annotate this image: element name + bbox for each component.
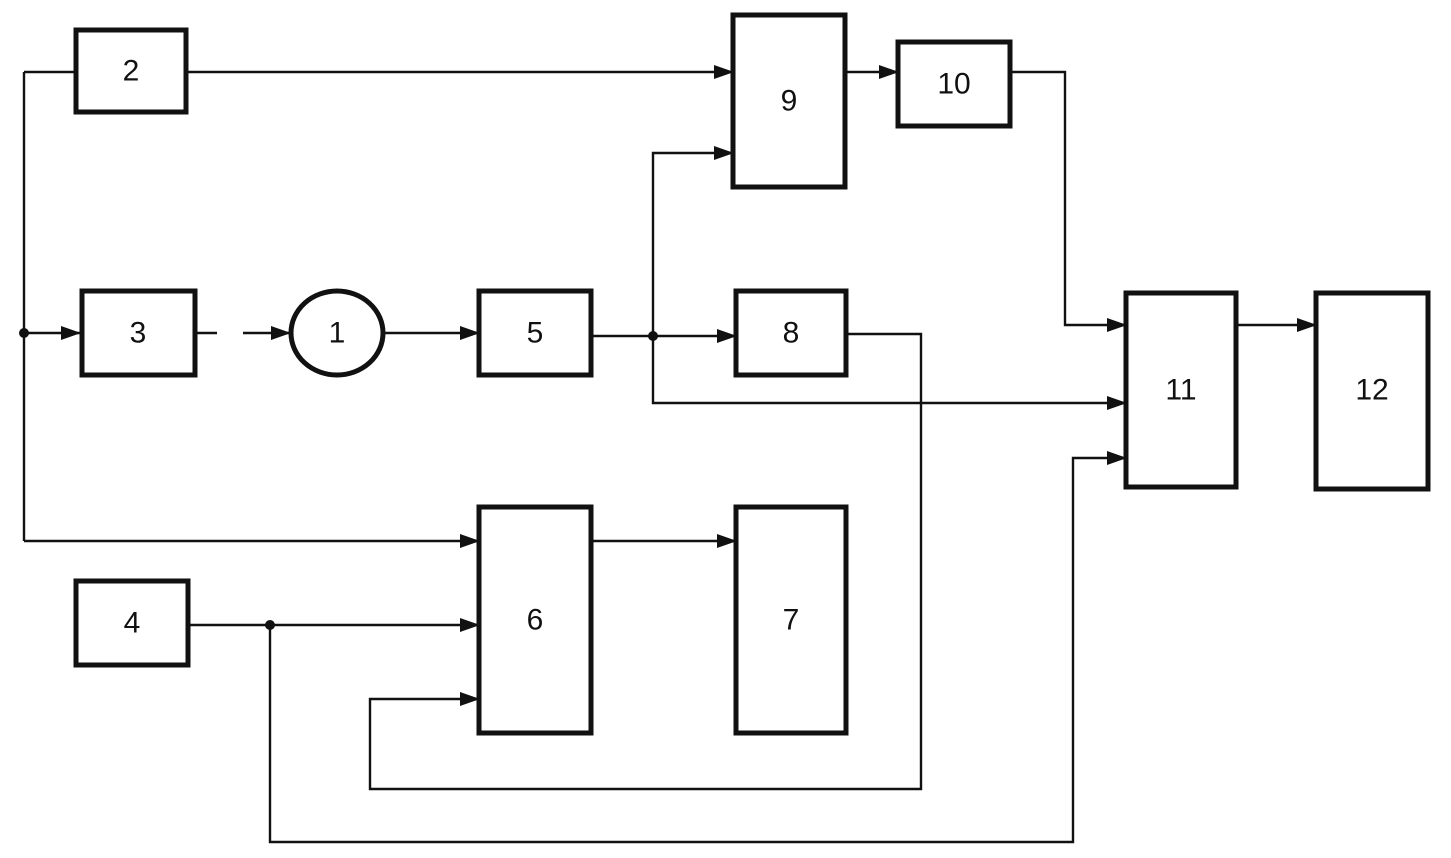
block-1-shape (288, 288, 386, 378)
block-12: 12 (1313, 290, 1431, 492)
block-10-shape (895, 39, 1013, 129)
junction-left-bus (19, 328, 29, 338)
block-10: 10 (895, 39, 1013, 129)
block-12-label: 12 (1355, 374, 1388, 407)
block-1-label: 1 (329, 317, 346, 350)
block-6-shape (476, 504, 594, 736)
block-12-shape (1313, 290, 1431, 492)
block-9: 9 (730, 12, 848, 190)
block-7: 7 (733, 504, 849, 736)
wire-4-to-11 (268, 451, 1127, 844)
block-2: 2 (73, 27, 189, 115)
block-3-label: 3 (130, 317, 147, 350)
block-1: 1 (288, 288, 386, 378)
blocks: 1 2 3 4 5 6 7 (73, 12, 1431, 736)
block-11-label: 11 (1165, 374, 1196, 407)
block-8-label: 8 (783, 317, 800, 350)
wire-5-to-9 (651, 146, 734, 336)
block-9-shape (730, 12, 848, 190)
block-8: 8 (733, 288, 849, 378)
block-6-label: 6 (527, 604, 544, 637)
block-5-shape (476, 288, 594, 378)
block-10-label: 10 (937, 68, 970, 101)
junction-after-4 (265, 620, 275, 630)
block-2-label: 2 (123, 55, 140, 88)
wire-5-to-11 (651, 336, 1127, 410)
wire-8-to-6 (368, 332, 923, 791)
junction-after-5 (648, 331, 658, 341)
wire-10-to-11 (1010, 70, 1127, 332)
block-5: 5 (476, 288, 594, 378)
block-4: 4 (73, 578, 191, 668)
junctions (19, 328, 658, 630)
block-6: 6 (476, 504, 594, 736)
block-11: 11 (1123, 290, 1239, 490)
block-7-shape (733, 504, 849, 736)
block-11-shape (1123, 290, 1239, 490)
block-8-shape (733, 288, 849, 378)
block-4-label: 4 (124, 607, 141, 640)
block-2-shape (73, 27, 189, 115)
block-7-label: 7 (783, 604, 800, 637)
block-9-label: 9 (781, 85, 798, 118)
block-5-label: 5 (527, 317, 544, 350)
wires (22, 65, 1317, 844)
block-3-shape (79, 288, 198, 378)
block-3: 3 (79, 288, 198, 378)
block-4-shape (73, 578, 191, 668)
